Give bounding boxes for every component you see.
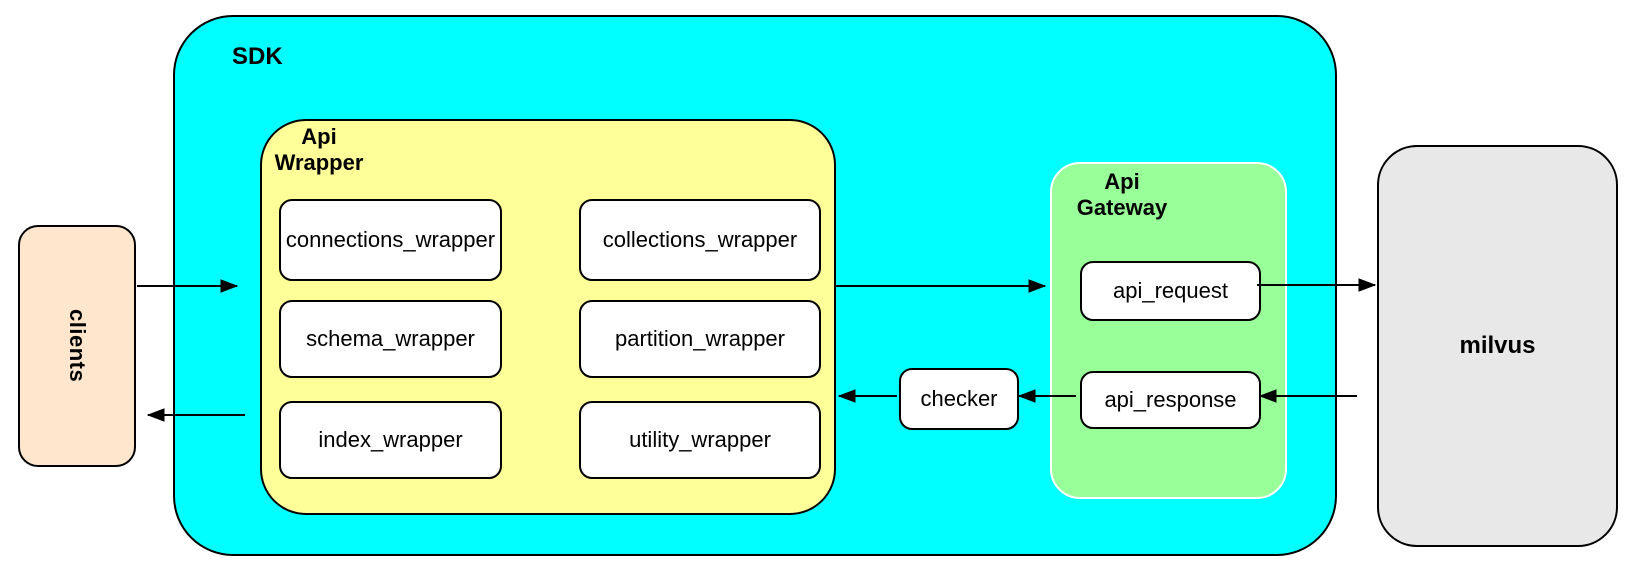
sdk-label: SDK [232, 43, 283, 70]
node-index-wrapper: index_wrapper [279, 401, 502, 479]
node-partition-wrapper: partition_wrapper [579, 300, 821, 378]
partition-wrapper-label: partition_wrapper [615, 326, 785, 351]
node-schema-wrapper: schema_wrapper [279, 300, 502, 378]
api-gateway-label: Api Gateway [1076, 169, 1168, 220]
api-request-label: api_request [1113, 278, 1228, 303]
node-api-wrapper: Api Wrapper connections_wrapper collecti… [260, 119, 836, 515]
node-api-response: api_response [1080, 371, 1261, 429]
node-collections-wrapper: collections_wrapper [579, 199, 821, 281]
connections-wrapper-label: connections_wrapper [285, 227, 496, 252]
clients-label: clients [65, 309, 90, 383]
node-sdk: SDK Api Wrapper connections_wrapper coll… [173, 15, 1337, 556]
node-connections-wrapper: connections_wrapper [279, 199, 502, 281]
api-wrapper-label: Api Wrapper [274, 124, 364, 175]
node-milvus: milvus [1377, 145, 1618, 547]
collections-wrapper-label: collections_wrapper [602, 227, 798, 252]
node-api-gateway: Api Gateway api_request api_response [1050, 162, 1287, 499]
index-wrapper-label: index_wrapper [318, 427, 463, 452]
api-response-label: api_response [1104, 387, 1237, 412]
node-checker: checker [899, 368, 1019, 430]
milvus-label: milvus [1459, 332, 1536, 359]
node-clients: clients [18, 225, 136, 467]
node-api-request: api_request [1080, 261, 1261, 321]
utility-wrapper-label: utility_wrapper [629, 427, 771, 452]
checker-label: checker [920, 386, 998, 411]
schema-wrapper-label: schema_wrapper [306, 326, 475, 351]
node-utility-wrapper: utility_wrapper [579, 401, 821, 479]
